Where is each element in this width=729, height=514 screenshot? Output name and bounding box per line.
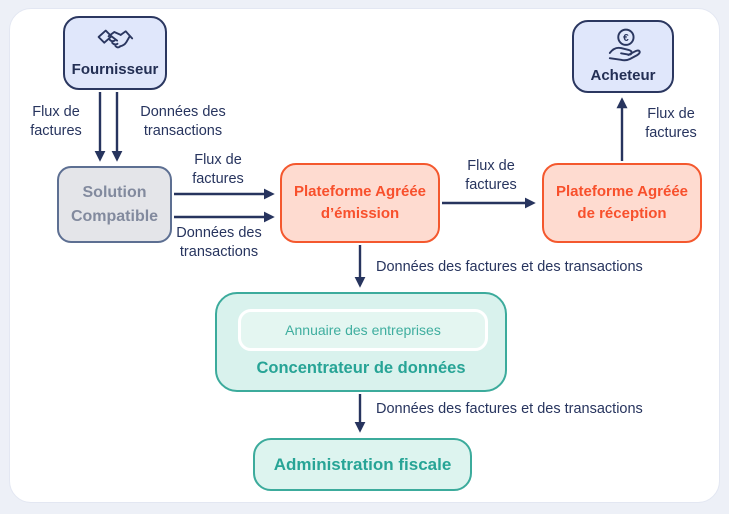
edge-label-fournisseur-flux-factures: Flux de factures <box>30 104 82 140</box>
edge-label-emission-reception-flux-factures: Flux de factures <box>465 158 517 194</box>
plateforme-reception-node: Plateforme Agréée de réception <box>542 163 702 243</box>
plateforme-reception-label: Plateforme Agréée de réception <box>556 183 688 222</box>
annuaire-entreprises-label: Annuaire des entreprises <box>285 322 441 338</box>
acheteur-label: Acheteur <box>590 66 656 84</box>
acheteur-node: € Acheteur <box>572 20 674 93</box>
edge-label-reception-acheteur-flux-factures: Flux de factures <box>645 106 697 142</box>
solution-compatible-node: Solution Compatible <box>57 166 172 243</box>
concentrateur-node: Annuaire des entreprises Concentrateur d… <box>215 292 507 392</box>
solution-compatible-label: Solution Compatible <box>70 183 159 225</box>
fournisseur-node: Fournisseur <box>63 16 167 90</box>
administration-fiscale-node: Administration fiscale <box>253 438 472 491</box>
edge-label-emission-concentrateur-donnees: Données des factures et des transactions <box>376 259 643 275</box>
edge-label-solution-donnees-transactions: Données des transactions <box>176 225 262 261</box>
edge-label-concentrateur-administration-donnees: Données des factures et des transactions <box>376 401 643 417</box>
euro-glyph: € <box>623 33 629 44</box>
edge-label-solution-flux-factures: Flux de factures <box>192 152 244 188</box>
concentrateur-label: Concentrateur de données <box>256 359 466 377</box>
handshake-icon <box>97 29 134 49</box>
administration-fiscale-label: Administration fiscale <box>273 454 452 474</box>
hand-euro-icon: € <box>608 28 641 62</box>
fournisseur-label: Fournisseur <box>71 60 159 78</box>
plateforme-emission-node: Plateforme Agréée d’émission <box>280 163 440 243</box>
edge-label-fournisseur-donnees-transactions: Données des transactions <box>140 104 226 140</box>
plateforme-emission-label: Plateforme Agréée d’émission <box>294 183 426 222</box>
annuaire-entreprises-box: Annuaire des entreprises <box>238 309 488 351</box>
